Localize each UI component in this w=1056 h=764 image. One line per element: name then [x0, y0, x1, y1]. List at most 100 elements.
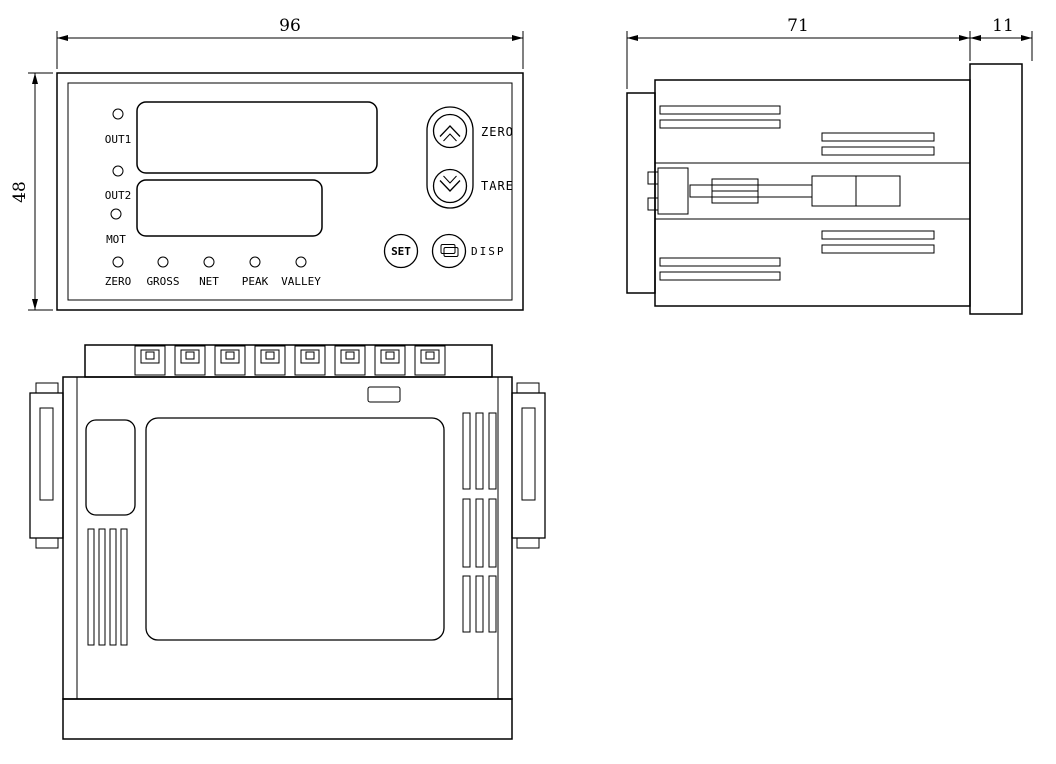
terminal-connector: [174, 345, 206, 376]
set-button: [383, 233, 419, 269]
terminal-slot: [380, 349, 400, 364]
up-arrow-icon: [443, 133, 457, 142]
clip-slot: [521, 407, 536, 501]
side-window: [85, 419, 136, 516]
down-arrow-icon: [439, 180, 461, 192]
terminal-slot: [180, 349, 200, 364]
terminal-slot: [300, 349, 320, 364]
down-arrow-icon: [443, 175, 457, 184]
terminal-connector: [254, 345, 286, 376]
peak-status-led: [249, 256, 261, 268]
latch-tab: [647, 197, 659, 211]
front-width-dimension: 96: [56, 16, 524, 69]
gross-status-label: GROSS: [146, 275, 179, 288]
terminal-pin: [425, 351, 435, 360]
rail-slot: [821, 230, 935, 240]
vent-slot: [475, 412, 484, 490]
vent-slot: [488, 575, 497, 633]
terminal-slot: [140, 349, 160, 364]
bezel-depth-value: 11: [992, 16, 1014, 36]
terminal-connector: [414, 345, 446, 376]
zero-button: [432, 113, 468, 149]
terminal-pin: [385, 351, 395, 360]
vent-slot: [475, 498, 484, 568]
disp-button: [431, 233, 467, 269]
valley-status-led: [295, 256, 307, 268]
valley-status-label: VALLEY: [281, 275, 321, 288]
clip-tab: [516, 382, 540, 394]
dim-arrow: [959, 35, 970, 41]
zero-status-led: [112, 256, 124, 268]
mot-led-label: MOT: [106, 233, 126, 246]
out1-led-label: OUT1: [105, 133, 132, 146]
side-depth-dimension: 71: [626, 16, 971, 89]
net-status-label: NET: [199, 275, 219, 288]
zero-status-label: ZERO: [105, 275, 132, 288]
panel-bezel-inner: [67, 82, 513, 301]
dim-arrow: [32, 73, 38, 84]
clip-body: [29, 392, 64, 539]
peak-status-label: PEAK: [242, 275, 269, 288]
vent-slot: [488, 498, 497, 568]
terminal-pin: [145, 351, 155, 360]
front-view: 96 48 OUT1 OUT2 MOT Z: [10, 16, 524, 311]
main-display-window: [136, 101, 378, 174]
side-depth-value: 71: [787, 16, 809, 36]
bezel-depth-dimension: 11: [970, 16, 1033, 61]
up-arrow-icon: [439, 125, 461, 137]
out1-led: [112, 108, 124, 120]
panel-outline: [56, 72, 524, 311]
display-icon: [440, 244, 459, 257]
vent-slot: [462, 498, 471, 568]
dim-arrow: [32, 299, 38, 310]
button-cluster: ZERO TARE SET DISP: [383, 106, 514, 269]
terminal-slot: [340, 349, 360, 364]
latch-tab: [647, 171, 659, 185]
dim-arrow: [512, 35, 523, 41]
terminal-connector: [214, 345, 246, 376]
tare-button-label: TARE: [481, 179, 514, 193]
terminal-pin: [225, 351, 235, 360]
vent-slot: [488, 412, 497, 490]
updown-button-capsule: [426, 106, 474, 209]
clip-tab: [35, 382, 59, 394]
terminal-connectors: [134, 345, 446, 376]
vent-slot: [462, 575, 471, 633]
terminal-slot: [220, 349, 240, 364]
small-opening: [367, 386, 401, 403]
terminal-connector: [374, 345, 406, 376]
net-status-led: [203, 256, 215, 268]
terminal-slot: [260, 349, 280, 364]
side-view: 71 11: [626, 16, 1033, 315]
rail-slot: [659, 119, 781, 129]
clip-slot: [39, 407, 54, 501]
status-led-row: ZERO GROSS NET PEAK VALLEY: [105, 256, 321, 288]
vent-slot: [98, 528, 106, 646]
dim-arrow: [57, 35, 68, 41]
terminal-pin: [185, 351, 195, 360]
out2-led-label: OUT2: [105, 189, 132, 202]
front-height-value: 48: [10, 181, 30, 203]
terminal-connector: [334, 345, 366, 376]
left-vents: [87, 528, 128, 646]
set-button-label: SET: [391, 245, 411, 258]
rail-slot: [821, 146, 935, 156]
display-icon-layer: [443, 247, 459, 257]
front-bezel: [969, 63, 1023, 315]
vent-slot: [109, 528, 117, 646]
right-mount-clip: [511, 382, 546, 549]
secondary-display-window: [136, 179, 323, 237]
rear-cover: [626, 92, 656, 294]
main-window: [145, 417, 445, 641]
channel-bracket: [657, 167, 689, 215]
gross-status-led: [157, 256, 169, 268]
out2-led: [112, 165, 124, 177]
left-mount-clip: [29, 382, 64, 549]
clip-body: [511, 392, 546, 539]
bottom-view: [29, 344, 546, 740]
terminal-connector: [134, 345, 166, 376]
terminal-slot: [420, 349, 440, 364]
terminal-connector: [294, 345, 326, 376]
clip-tab: [516, 537, 540, 549]
